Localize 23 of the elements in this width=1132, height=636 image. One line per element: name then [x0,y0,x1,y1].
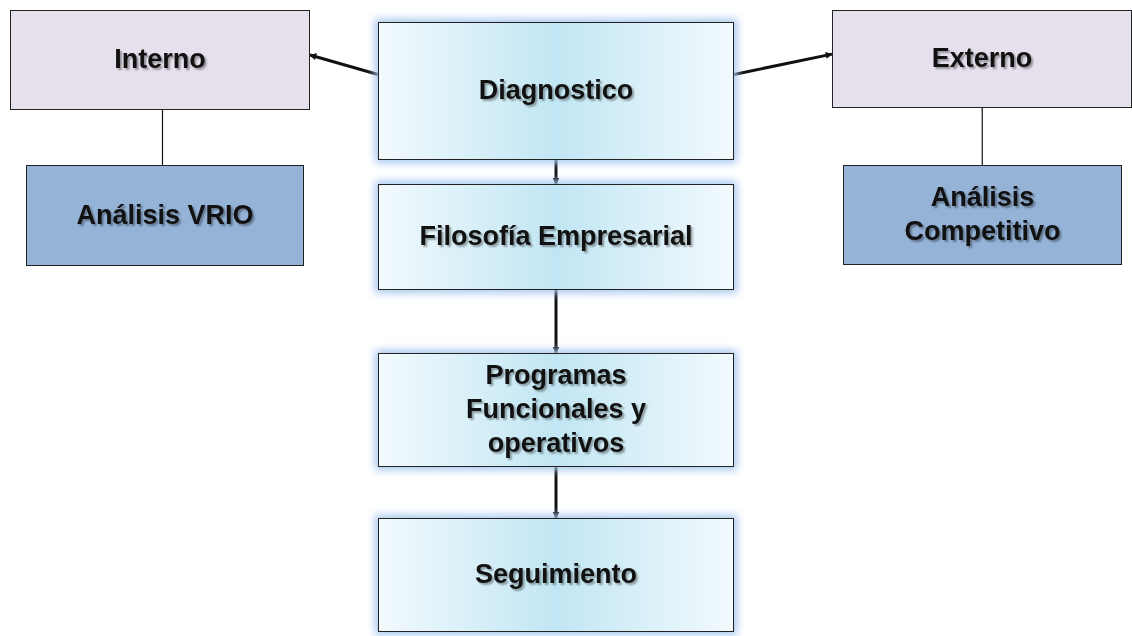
box-label: Interno [114,43,206,77]
connector-line [161,109,164,166]
process-box [378,353,734,467]
arrow [733,51,833,76]
arrow [552,160,560,185]
process-box [10,10,310,110]
arrow [552,290,560,354]
connector-line [981,107,983,166]
box-label: Análisis Competitivo [903,181,1062,248]
process-box [378,184,734,290]
box-label: Diagnostico [478,74,634,108]
box-label: Seguimiento [475,558,637,592]
arrow [552,467,560,519]
process-box [26,165,304,266]
box-label: Análisis VRIO [76,198,254,232]
box-label: Filosofía Empresarial [419,220,693,254]
process-box [378,22,734,160]
arrow [309,53,379,76]
process-box [832,10,1132,108]
box-label: Externo [931,42,1033,76]
box-label: Programas Funcionales y operativos [464,359,648,460]
process-box [378,518,734,632]
process-box [843,165,1122,265]
